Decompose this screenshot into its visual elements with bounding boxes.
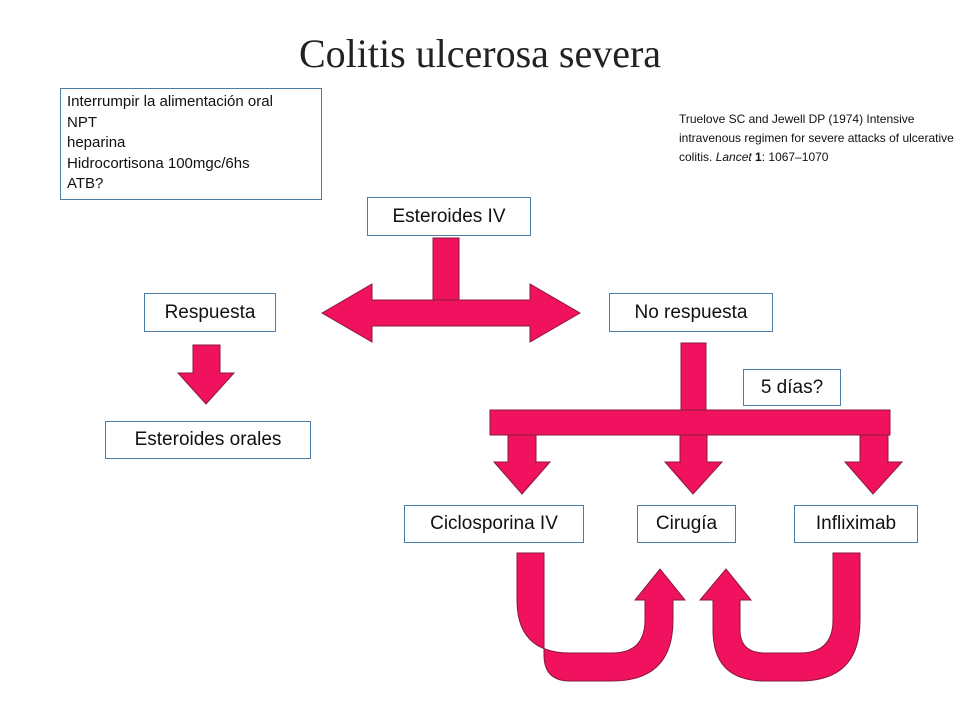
node-infliximab: Infliximab <box>794 505 918 543</box>
node-cinco-dias: 5 días? <box>743 369 841 406</box>
note-line: Interrumpir la alimentación oral <box>67 93 273 110</box>
node-respuesta: Respuesta <box>144 293 276 332</box>
reference-line: colitis. Lancet 1: 1067–1070 <box>679 148 960 167</box>
distribution-bar <box>489 409 891 436</box>
double-arrow <box>321 283 581 343</box>
reference-text: colitis. <box>679 150 716 164</box>
reference-line: intravenous regimen for severe attacks o… <box>679 131 954 145</box>
treatment-notes-box: Interrumpir la alimentación oral NPT hep… <box>60 88 322 200</box>
reference-line: Truelove SC and Jewell DP (1974) Intensi… <box>679 112 915 126</box>
down-arrow-respuesta <box>176 344 236 405</box>
down-arrow-infliximab <box>843 434 904 495</box>
node-no-respuesta: No respuesta <box>609 293 773 332</box>
stem-arrow-no-respuesta <box>680 342 707 412</box>
curved-arrow-ciclosporina-cirugia <box>516 552 687 682</box>
down-arrow-ciclosporina <box>492 434 552 495</box>
node-esteroides-iv: Esteroides IV <box>367 197 531 236</box>
note-line: Hidrocortisona 100mgc/6hs <box>67 154 250 172</box>
note-line: ATB? <box>67 175 104 192</box>
note-line: NPT <box>67 113 97 131</box>
node-ciclosporina-iv: Ciclosporina IV <box>404 505 584 543</box>
note-line: heparina <box>67 134 126 151</box>
page-title: Colitis ulcerosa severa <box>298 31 662 76</box>
curved-arrow-infliximab-cirugia <box>698 552 861 682</box>
reference-pages: : 1067–1070 <box>761 150 829 164</box>
node-esteroides-orales: Esteroides orales <box>105 421 311 459</box>
reference-volume: 1 <box>751 150 762 164</box>
reference-journal: Lancet <box>715 150 752 164</box>
reference-citation: Truelove SC and Jewell DP (1974) Intensi… <box>679 110 960 167</box>
node-cirugia: Cirugía <box>637 505 736 543</box>
stem-arrow <box>432 237 460 301</box>
down-arrow-cirugia <box>663 434 724 495</box>
